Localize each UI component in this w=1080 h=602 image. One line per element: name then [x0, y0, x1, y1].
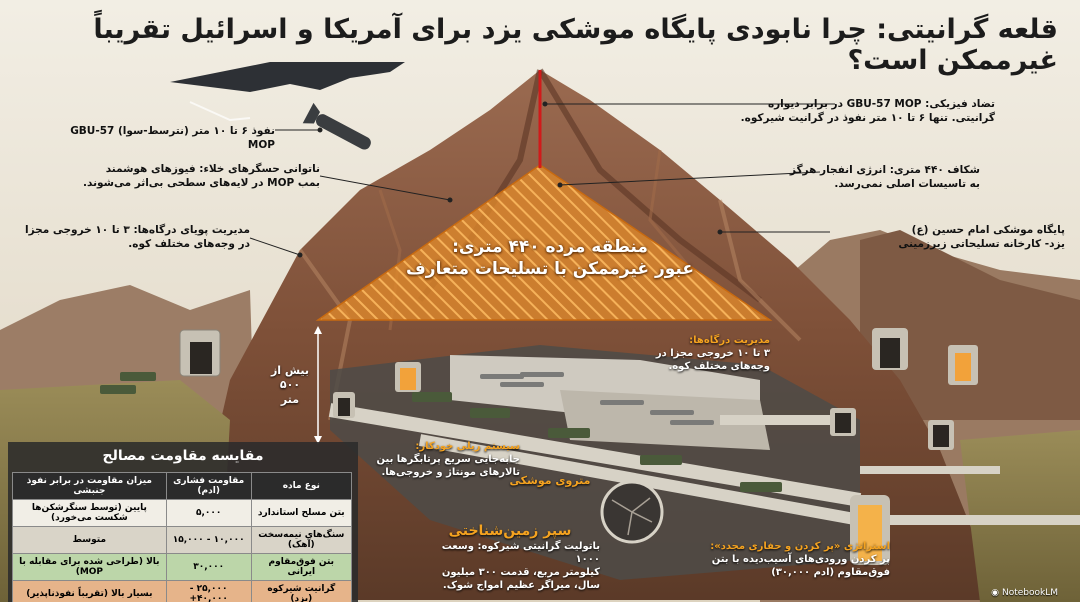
annotation-physical: تضاد فیزیکی: GBU-57 MOP در برابر دیواره …	[740, 98, 995, 125]
table-header: مقاومت فشاری (ادم)	[165, 472, 252, 500]
table-cell: ۲۵,۰۰۰ - ۴۰,۰۰۰+	[165, 580, 252, 602]
table-row: بتن مسلح استاندارد ۵,۰۰۰ پایین (توسط سنگ…	[12, 499, 353, 527]
annotation-gbu57: نفوذ ۶ تا ۱۰ متر (نترسط-سوا) GBU-57 MOP	[70, 125, 275, 152]
stealth-bomber	[170, 62, 405, 92]
table-cell: بالا (طراحی شده برای مقابله با MOP)	[12, 553, 167, 581]
table-cell: بتن فوق‌مقاوم ایرانی	[250, 553, 353, 581]
table-cell: گرانیت شیرکوه (یزد)	[250, 580, 353, 602]
missile-metro-label: متروی موشکی	[509, 474, 591, 487]
materials-table-title: مقایسه مقاومت مصالح	[102, 448, 264, 464]
table-cell: ۳۰,۰۰۰	[165, 553, 252, 581]
annotation-fuses: ناتوانی حسگرهای خلاء: فیوزهای هوشمند بمب…	[83, 163, 320, 190]
geological-shield-label: سپر زمین‌شناختی باتولیت گرانیتی شیرکوه: …	[441, 523, 600, 592]
table-cell: ۱۰,۰۰۰ - ۱۵,۰۰۰	[165, 526, 252, 554]
watermark: ◉ NotebookLM	[991, 588, 1058, 598]
portals-management-label: مدیریت درگاه‌ها: ۳ تا ۱۰ خروجی مجزا در و…	[655, 335, 770, 372]
table-cell: پایین (توسط سنگرشکن‌ها شکست می‌خورد)	[12, 499, 167, 527]
dead-zone-label: منطقه مرده ۴۴۰ متری: عبور غیرممکن با تسل…	[406, 237, 694, 280]
table-cell: متوسط	[12, 526, 167, 554]
materials-comparison-table: نوع ماده مقاومت فشاری (ادم) میزان مقاومت…	[12, 472, 353, 602]
notebooklm-logo-icon: ◉	[991, 588, 999, 598]
refill-strategy-label: استراتژی «پر کردن و حفاری مجدد»: پر کردن…	[710, 541, 890, 578]
annotation-portals-left: مدیریت پویای درگاه‌ها: ۳ تا ۱۰ خروجی مجز…	[25, 224, 250, 251]
table-header-row: نوع ماده مقاومت فشاری (ادم) میزان مقاومت…	[12, 472, 353, 500]
depth-label: بیش از ۵۰۰ متر	[270, 364, 310, 406]
annotation-base: پایگاه موشکی امام حسین (ع) یزد- کارخانه …	[898, 224, 1065, 251]
annotation-crack: شکاف ۴۴۰ متری: انرژی انفجار هرگز به تاسی…	[789, 164, 980, 191]
table-cell: بتن مسلح استاندارد	[250, 499, 353, 527]
rail-system-label: سیستم ریلی خودکار: جابه‌جایی سریع پرتابگ…	[376, 441, 520, 478]
table-cell: بسیار بالا (تقریباً نفوذناپذیر)	[12, 580, 167, 602]
table-row: سنگ‌های نیمه‌سخت (آهک) ۱۰,۰۰۰ - ۱۵,۰۰۰ م…	[12, 526, 353, 554]
table-header: نوع ماده	[250, 472, 353, 500]
table-cell: ۵,۰۰۰	[165, 499, 252, 527]
page-title: قلعه گرانیتی: چرا نابودی پایگاه موشکی یز…	[93, 14, 1058, 76]
table-cell: سنگ‌های نیمه‌سخت (آهک)	[250, 526, 353, 554]
gbu57-bomb	[302, 102, 371, 150]
table-row: گرانیت شیرکوه (یزد) ۲۵,۰۰۰ - ۴۰,۰۰۰+ بسی…	[12, 580, 353, 602]
dead-zone-region	[315, 164, 773, 321]
table-row: بتن فوق‌مقاوم ایرانی ۳۰,۰۰۰ بالا (طراحی …	[12, 553, 353, 581]
table-header: میزان مقاومت در برابر نفوذ جنبشی	[12, 472, 167, 500]
